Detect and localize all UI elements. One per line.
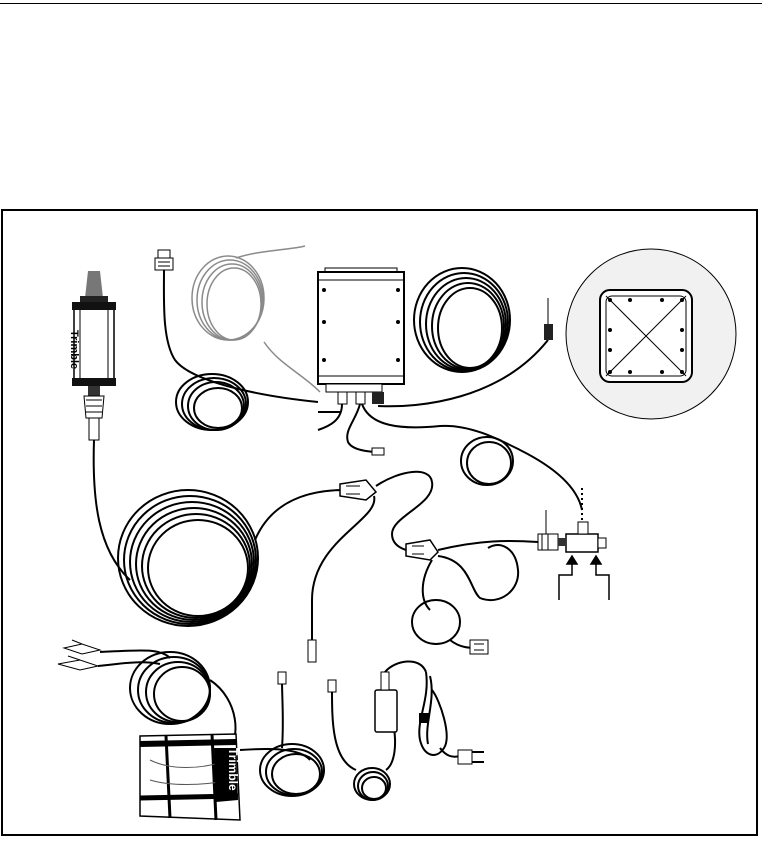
battery-clips-icon bbox=[58, 640, 100, 670]
small-connector-icon bbox=[544, 298, 553, 340]
radio-antenna-dome-icon bbox=[566, 249, 736, 419]
cable-end-connector-icon-3 bbox=[328, 680, 336, 692]
power-cord bbox=[419, 672, 460, 757]
ac-plug-icon bbox=[458, 750, 484, 764]
receiver-logo: Trimble bbox=[68, 330, 80, 369]
db9-connector-icon bbox=[470, 640, 488, 654]
receiver-coiled-cable bbox=[94, 440, 345, 626]
carrying-bag-icon bbox=[140, 734, 240, 820]
light-coiled-cable bbox=[192, 246, 320, 392]
lower-left-coil bbox=[240, 680, 324, 796]
y-splitter-lower-icon bbox=[406, 540, 438, 560]
arrow-icons bbox=[559, 556, 609, 600]
junction-box-icon bbox=[318, 268, 404, 404]
data-connector-icon bbox=[155, 250, 173, 270]
power-adapter-icon bbox=[375, 661, 426, 732]
radio-coiled-cable bbox=[461, 437, 513, 485]
bag-logo: Trimble bbox=[226, 748, 240, 791]
y-splitter-upper-icon bbox=[340, 480, 376, 500]
cable-end-connector-icon-2 bbox=[278, 672, 286, 684]
data-plug-icon bbox=[538, 510, 566, 550]
cable-end-connector-icon bbox=[308, 640, 316, 662]
connector-block-icon bbox=[566, 522, 606, 552]
small-terminal-icon bbox=[372, 448, 384, 455]
data-cable bbox=[164, 270, 318, 430]
